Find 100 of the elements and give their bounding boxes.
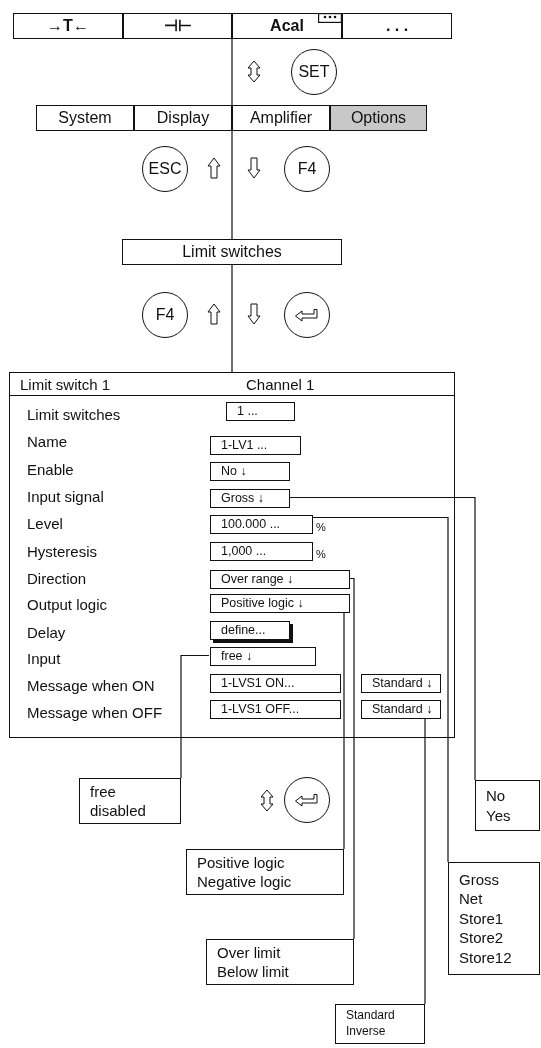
settings-panel xyxy=(9,372,455,738)
node-label: Standard ↓ xyxy=(372,702,433,717)
key-circle xyxy=(142,146,188,192)
setting-label: Hysteresis xyxy=(27,544,97,559)
input-field xyxy=(210,570,350,589)
node-label: F4 xyxy=(297,160,317,178)
option-text: disabled xyxy=(90,801,146,821)
node-label: Standard ↓ xyxy=(372,676,433,691)
input-field xyxy=(210,674,341,693)
option-list xyxy=(186,849,344,895)
input-field xyxy=(210,700,341,719)
input-field xyxy=(210,647,316,666)
leader-line xyxy=(180,654,210,779)
node-label: 1-LVS1 OFF... xyxy=(221,702,300,717)
option-text: Over limit xyxy=(217,942,281,962)
key-circle xyxy=(142,292,188,338)
connector-line xyxy=(231,38,233,106)
node-label: ESC xyxy=(148,160,182,178)
node-label: Options xyxy=(350,109,407,127)
key-circle xyxy=(284,292,330,338)
menu-cell xyxy=(123,13,232,39)
option-text: free xyxy=(90,781,116,801)
setting-label: Message when ON xyxy=(27,678,155,693)
key-circle xyxy=(284,777,330,823)
option-text: Negative logic xyxy=(197,872,292,892)
input-field xyxy=(210,542,313,561)
setting-label: Limit switches xyxy=(27,407,121,422)
menu-cell xyxy=(13,13,123,39)
option-text: Net xyxy=(459,889,483,909)
key-circle xyxy=(284,146,330,192)
option-text: Store12 xyxy=(459,947,512,968)
option-text: Gross xyxy=(459,869,499,890)
menu-tab xyxy=(36,105,134,131)
node-label: 1 ... xyxy=(237,404,258,419)
leader-line xyxy=(288,496,476,781)
node-label: 1-LV1 ... xyxy=(221,438,268,453)
node-label: →T← xyxy=(47,17,89,35)
node-label: free ↓ xyxy=(221,649,253,664)
node-label: . . . xyxy=(385,17,409,35)
define-button xyxy=(210,621,290,640)
input-field xyxy=(226,402,295,421)
setting-label: Input signal xyxy=(27,489,104,504)
menu-tab xyxy=(330,105,427,131)
input-field xyxy=(210,515,313,534)
option-list xyxy=(335,1004,425,1044)
key-circle xyxy=(291,49,337,95)
node-label: ⊣⊢ xyxy=(163,17,192,35)
option-text: Inverse xyxy=(346,1024,386,1040)
node-label: define... xyxy=(221,623,266,638)
node-label: Display xyxy=(156,109,210,127)
leader-line xyxy=(424,717,426,1005)
input-field xyxy=(210,436,301,455)
node-label: Acal xyxy=(270,17,304,35)
option-text: Standard xyxy=(346,1008,395,1024)
node-label: 100.000 ... xyxy=(221,517,281,532)
setting-label: Delay xyxy=(27,625,66,640)
leader-line xyxy=(311,516,449,863)
option-text: Store2 xyxy=(459,928,504,948)
panel-heading: Channel 1 xyxy=(246,377,315,392)
leader-line xyxy=(348,577,355,940)
option-list xyxy=(475,780,540,831)
menu-cell xyxy=(232,13,342,39)
node-label: 1-LVS1 ON... xyxy=(221,676,295,691)
option-text: No xyxy=(486,786,506,806)
option-list xyxy=(79,778,181,824)
node-label: F4 xyxy=(155,306,175,324)
option-list xyxy=(448,862,540,975)
node-label: SET xyxy=(298,63,330,81)
leader-line xyxy=(343,611,345,850)
menu-cell xyxy=(342,13,452,39)
connector-line xyxy=(231,130,233,240)
node-label: Limit switches xyxy=(182,243,282,261)
unit-label: % xyxy=(316,548,326,560)
input-field xyxy=(210,489,290,508)
setting-label: Message when OFF xyxy=(27,705,163,720)
node-label: Amplifier xyxy=(249,109,313,127)
setting-label: Output logic xyxy=(27,597,108,612)
node-label: No ↓ xyxy=(221,464,247,479)
node-label: Over range ↓ xyxy=(221,572,294,587)
input-field xyxy=(210,594,350,613)
menu-box xyxy=(122,239,342,265)
option-text: Store1 xyxy=(459,908,504,929)
option-text: Below limit xyxy=(217,962,289,982)
option-text: Positive logic xyxy=(197,852,285,872)
menu-tab xyxy=(134,105,232,131)
setting-label: Name xyxy=(27,434,67,449)
node-label: Gross ↓ xyxy=(221,491,265,506)
input-field xyxy=(361,674,441,693)
option-list xyxy=(206,939,354,985)
panel-heading: Limit switch 1 xyxy=(20,377,111,392)
node-label: 1,000 ... xyxy=(221,544,267,559)
setting-label: Level xyxy=(27,516,63,531)
setting-label: Enable xyxy=(27,462,74,477)
option-text: Yes xyxy=(486,805,511,825)
menu-tab xyxy=(232,105,330,131)
unit-label: % xyxy=(316,521,326,533)
node-label: System xyxy=(58,109,112,127)
node-label: Positive logic ↓ xyxy=(221,596,304,611)
input-field xyxy=(361,700,441,719)
connector-line xyxy=(231,264,233,373)
